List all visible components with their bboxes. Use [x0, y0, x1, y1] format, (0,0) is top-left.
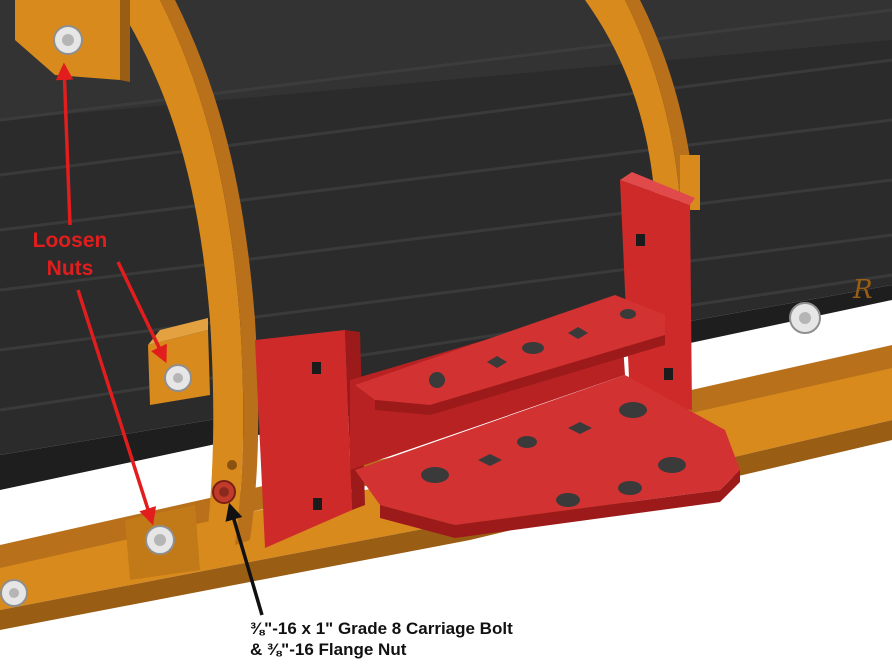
loosen-nuts-label-line1: Loosen	[32, 229, 108, 252]
left-rib	[115, 0, 259, 555]
loosen-arrows	[55, 62, 167, 526]
carriage-bolt-label-line2: & ⅜"-16 Flange Nut	[250, 640, 407, 659]
carriage-bolt-label: ⅜"-16 x 1" Grade 8 Carriage Bolt & ⅜"-16…	[250, 618, 513, 660]
loosen-nuts-label: Loosen Nuts	[20, 227, 120, 283]
loosen-nuts-label-line2: Nuts	[46, 257, 94, 280]
far-left-nut	[0, 579, 28, 607]
carriage-bolt-label-line1: ⅜"-16 x 1" Grade 8 Carriage Bolt	[250, 619, 513, 638]
top-left-tab	[15, 0, 130, 82]
red-bracket	[255, 172, 740, 548]
brand-mark-icon: R	[852, 275, 873, 305]
bolt-arrow	[225, 502, 264, 616]
right-rail-nut	[789, 302, 821, 334]
carriage-bolt	[212, 480, 236, 504]
